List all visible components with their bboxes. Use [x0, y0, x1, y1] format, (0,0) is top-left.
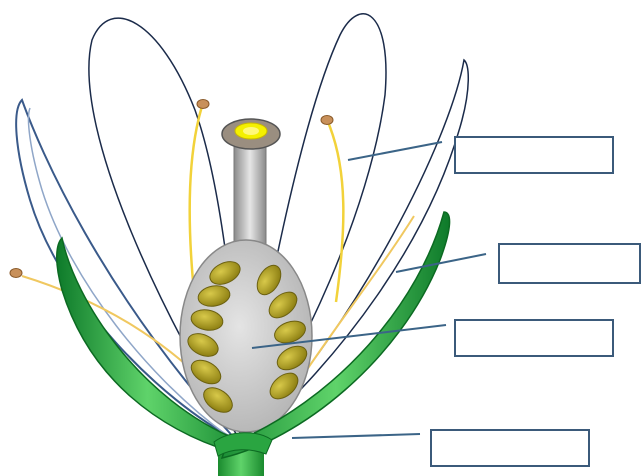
- label-ovary: [455, 320, 613, 356]
- label-box-sepal: [431, 430, 589, 466]
- label-box-stamen: [455, 137, 613, 173]
- label-sepal: [431, 430, 589, 466]
- label-petal: [499, 244, 640, 283]
- label-box-ovary: [455, 320, 613, 356]
- label-stamen: [455, 137, 613, 173]
- label-box-petal: [499, 244, 640, 283]
- anther-right: [321, 116, 333, 125]
- leader-line-sepal: [292, 434, 420, 438]
- stigma-center: [243, 127, 259, 135]
- anther-far-left: [10, 269, 22, 278]
- anther-left: [197, 100, 209, 109]
